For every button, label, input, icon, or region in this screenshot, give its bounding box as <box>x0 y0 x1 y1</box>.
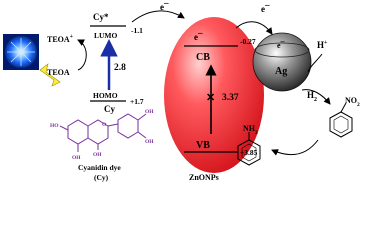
dye-levels: Cy* -1.1 LUMO 2.8 HOMO Cy +1.7 <box>90 12 144 114</box>
hydrogen-label: H2 <box>307 90 317 103</box>
dye-abbrev: (Cy) <box>94 173 109 182</box>
proton-arrow <box>307 53 323 73</box>
amine-group-label: NH2 <box>243 124 258 136</box>
forbidden-transition-icon: ✕ <box>206 92 215 104</box>
cb-energy: -0.27 <box>240 37 256 46</box>
vb-label: VB <box>196 140 210 151</box>
injection-arrow <box>131 10 185 23</box>
ag-sphere <box>252 32 312 92</box>
ag-equator <box>254 42 310 58</box>
zno-gap-value: 3.37 <box>222 93 239 103</box>
teoa-oxidized-label: TEOA+ <box>47 34 74 44</box>
cb-label: CB <box>196 52 210 63</box>
reduction-arrow <box>271 139 319 156</box>
vb-energy: +3.85 <box>240 148 258 157</box>
svg-text:O: O <box>102 122 107 128</box>
lumo-label: LUMO <box>94 31 117 40</box>
light-source <box>3 34 61 87</box>
ag-particle: e¯ Ag <box>252 32 312 92</box>
ag-label: Ag <box>275 66 287 77</box>
aniline: NH2 <box>237 124 261 166</box>
dye-name: Cyanidin dye <box>78 163 121 172</box>
light-rays <box>7 38 35 66</box>
ag-electron: e¯ <box>277 41 286 50</box>
zno-particle: e¯ CB -0.27 ✕ 3.37 VB +3.85 ZnONPs <box>164 17 264 182</box>
svg-text:OH: OH <box>93 152 102 158</box>
teoa-reduced-label: TEOA <box>47 68 70 77</box>
teoa-curve-arrow <box>77 39 87 71</box>
dye-ground-label: Cy <box>104 104 115 114</box>
dye-ground-energy: +1.7 <box>130 97 144 106</box>
hydrogen-arrow <box>301 89 331 105</box>
electron-label-1: e¯ <box>160 2 169 12</box>
homo-label: HOMO <box>93 91 118 100</box>
svg-text:HO: HO <box>50 123 59 129</box>
zno-ellipse <box>164 17 264 173</box>
zno-label: ZnONPs <box>189 173 219 182</box>
cyanidin-structure: HO OH OH OH OH O <box>50 109 154 161</box>
transfer-arrow <box>235 21 273 35</box>
dye-excited-energy: -1.1 <box>131 26 143 35</box>
dye-excited-label: Cy* <box>93 12 109 22</box>
svg-text:OH: OH <box>72 155 81 161</box>
photocatalysis-diagram: TEOA+ TEOA Cy* -1.1 LUMO 2.8 HOMO Cy +1.… <box>3 2 360 182</box>
svg-text:OH: OH <box>145 109 154 115</box>
proton-label: H+ <box>317 40 328 50</box>
zno-electron: e¯ <box>194 32 203 42</box>
dye-gap-value: 2.8 <box>114 63 126 73</box>
nitrobenzene: NO2 <box>329 96 360 138</box>
nitro-group-label: NO2 <box>345 96 360 108</box>
svg-text:OH: OH <box>145 139 154 145</box>
electron-label-2: e¯ <box>261 4 270 14</box>
lightning-bolt-icon <box>39 63 61 87</box>
diagram-canvas: TEOA+ TEOA Cy* -1.1 LUMO 2.8 HOMO Cy +1.… <box>3 2 360 182</box>
